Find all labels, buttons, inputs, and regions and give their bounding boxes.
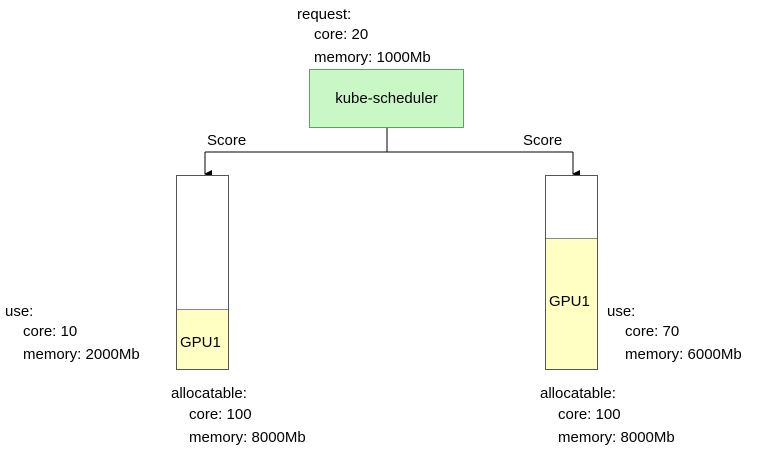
left-allocatable-core: core: 100 — [189, 406, 252, 423]
left-use-memory: memory: 2000Mb — [23, 346, 140, 363]
request-memory: memory: 1000Mb — [314, 49, 431, 66]
left-gpu-label: GPU1 — [180, 334, 221, 352]
request-core: core: 20 — [314, 26, 369, 43]
left-use-title: use: — [5, 303, 34, 320]
right-allocatable-title: allocatable: — [540, 385, 616, 402]
left-use-core: core: 10 — [23, 323, 78, 340]
left-gpu-usage: GPU1 — [177, 309, 228, 369]
request-title: request: — [297, 6, 352, 23]
right-use-core: core: 70 — [625, 323, 680, 340]
left-score-label: Score — [207, 132, 247, 149]
left-allocatable-title: allocatable: — [171, 385, 247, 402]
right-use-memory: memory: 6000Mb — [625, 346, 742, 363]
right-gpu-label: GPU1 — [549, 292, 590, 310]
kube-scheduler-box[interactable]: kube-scheduler — [309, 69, 464, 128]
right-allocatable-core: core: 100 — [558, 406, 621, 423]
right-node-bar[interactable]: GPU1 — [545, 175, 598, 370]
right-gpu-usage: GPU1 — [546, 237, 597, 369]
right-score-label: Score — [523, 132, 563, 149]
left-node-bar[interactable]: GPU1 — [176, 175, 229, 370]
right-allocatable-memory: memory: 8000Mb — [558, 429, 675, 446]
kube-scheduler-label: kube-scheduler — [335, 90, 438, 107]
left-allocatable-memory: memory: 8000Mb — [189, 429, 306, 446]
right-use-title: use: — [607, 303, 636, 320]
